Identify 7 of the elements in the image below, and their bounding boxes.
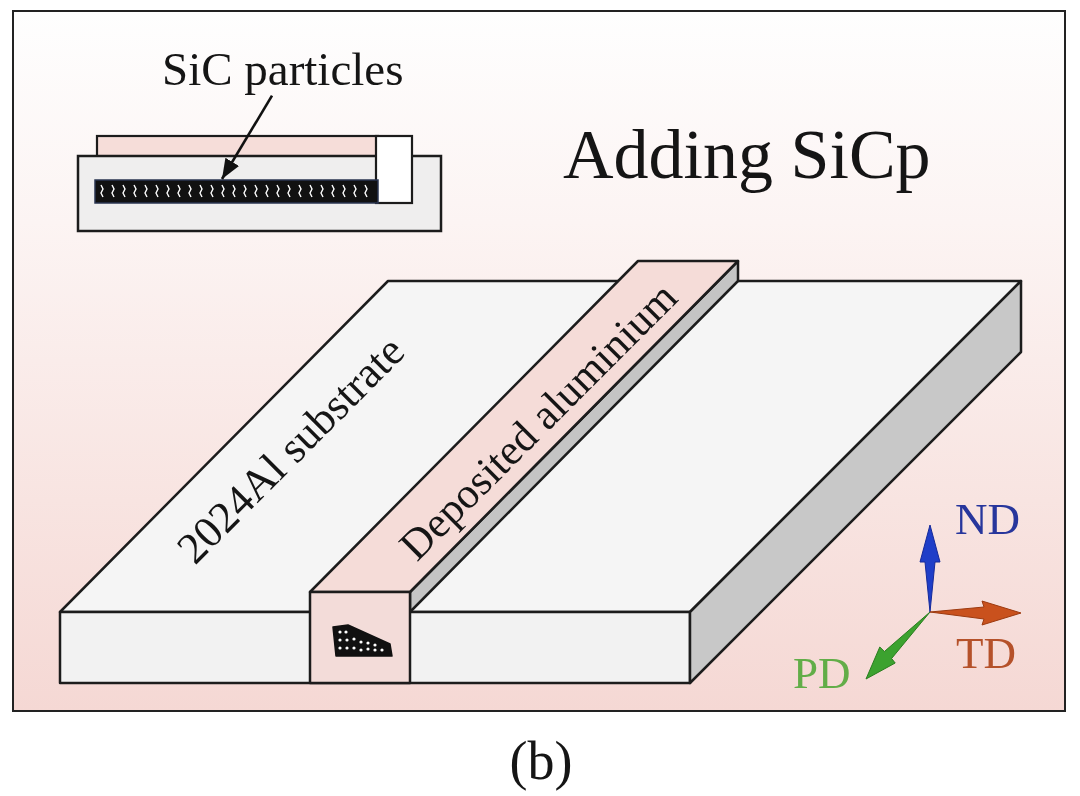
diagram-title: Adding SiCp	[563, 116, 931, 193]
axis-label: PD	[793, 649, 851, 699]
leader-arrow	[220, 95, 274, 180]
axis-label: ND	[955, 495, 1020, 545]
callout-label: SiC particles	[162, 44, 404, 96]
axis-label: TD	[956, 629, 1016, 679]
figure-caption: (b)	[509, 732, 573, 792]
